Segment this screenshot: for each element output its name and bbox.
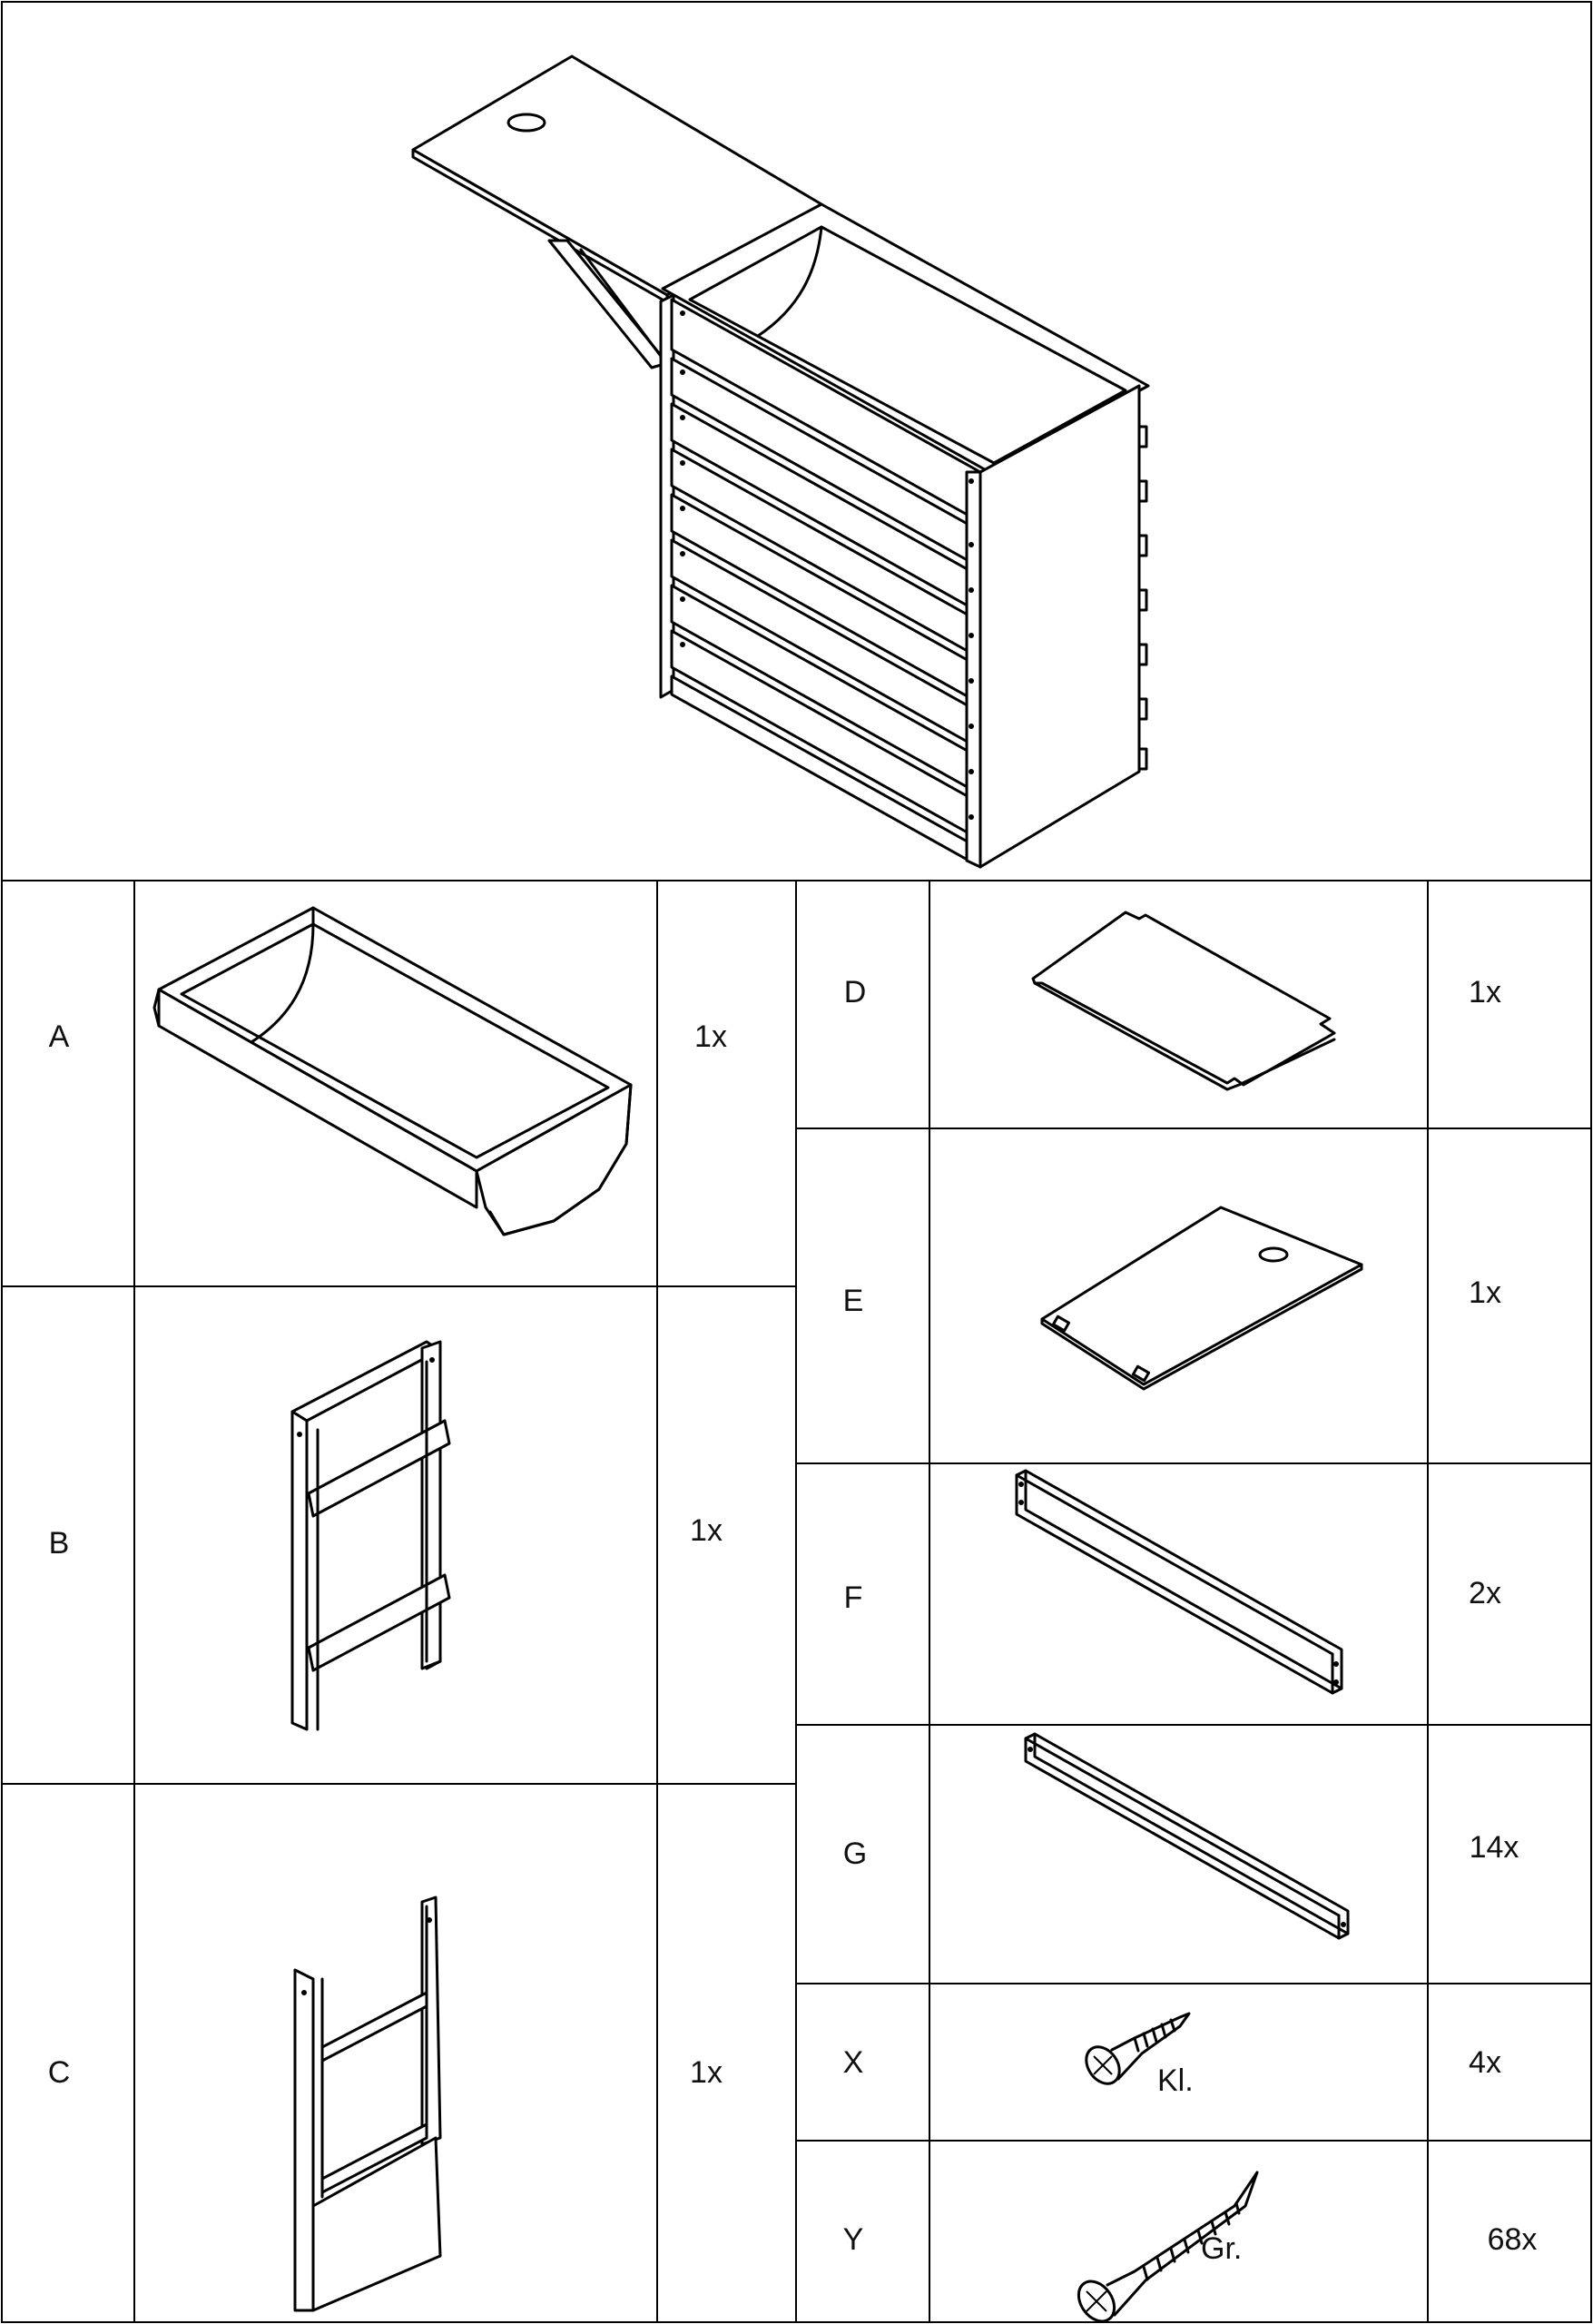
screw-label-small: Kl. bbox=[1157, 2063, 1194, 2098]
part-qty-d: 1x bbox=[1469, 975, 1501, 1009]
part-label-x: X bbox=[842, 2045, 864, 2080]
part-a-illustration bbox=[152, 906, 633, 1236]
part-qty-c: 1x bbox=[690, 2055, 723, 2090]
assembled-box-illustration bbox=[411, 54, 1150, 869]
part-qty-g: 14x bbox=[1469, 1830, 1519, 1865]
part-label-a: A bbox=[48, 1019, 70, 1054]
part-c-illustration bbox=[293, 1896, 442, 2312]
part-label-b: B bbox=[48, 1526, 70, 1561]
part-qty-x: 4x bbox=[1469, 2045, 1501, 2080]
part-d-illustration bbox=[1031, 911, 1336, 1091]
part-label-c: C bbox=[47, 2055, 71, 2090]
part-label-d: D bbox=[843, 975, 867, 1009]
part-g-illustration bbox=[1024, 1732, 1350, 1940]
part-label-g: G bbox=[842, 1837, 868, 1871]
part-qty-a: 1x bbox=[694, 1019, 727, 1054]
part-label-y: Y bbox=[842, 2222, 864, 2257]
part-x-illustration bbox=[1085, 2012, 1191, 2085]
part-y-illustration bbox=[1077, 2171, 1259, 2323]
part-f-illustration bbox=[1015, 1469, 1343, 1695]
part-qty-y: 68x bbox=[1487, 2222, 1538, 2257]
part-label-e: E bbox=[842, 1284, 864, 1318]
part-label-f: F bbox=[843, 1581, 863, 1615]
front-slats bbox=[670, 298, 982, 869]
part-e-illustration bbox=[1040, 1206, 1363, 1391]
screw-label-large: Gr. bbox=[1201, 2231, 1243, 2266]
part-qty-b: 1x bbox=[690, 1513, 723, 1548]
part-qty-f: 2x bbox=[1469, 1576, 1501, 1610]
part-b-illustration bbox=[290, 1340, 451, 1731]
part-qty-e: 1x bbox=[1469, 1275, 1501, 1310]
